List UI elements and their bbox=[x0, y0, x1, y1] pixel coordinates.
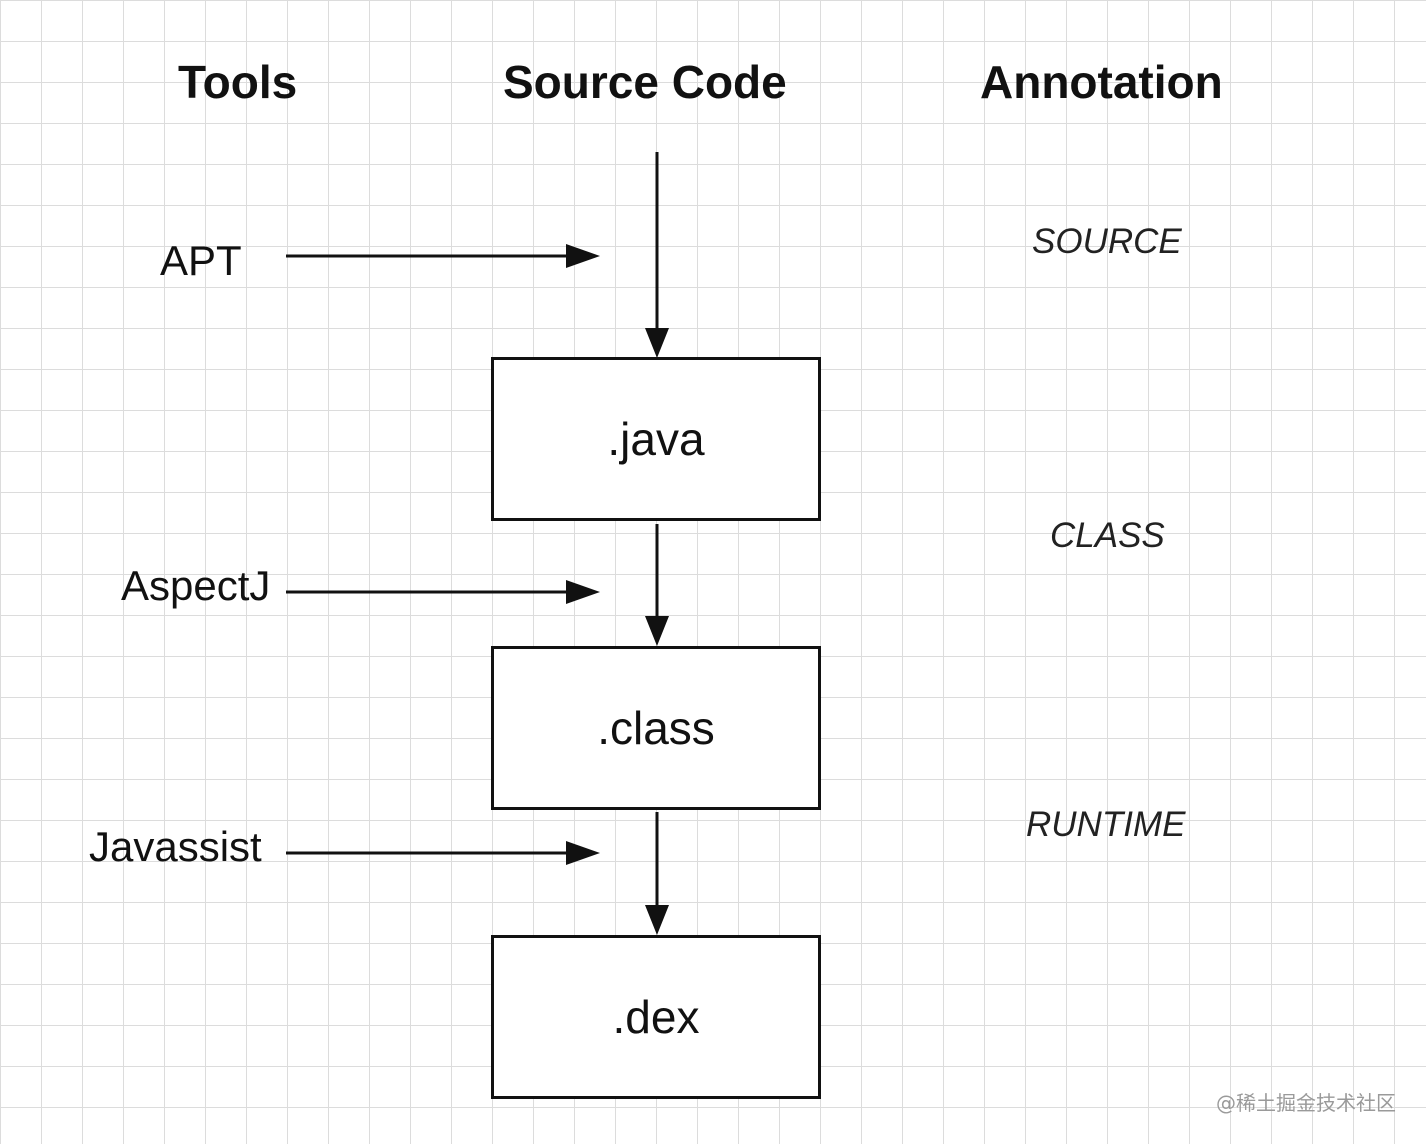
tool-label-apt: APT bbox=[160, 237, 242, 284]
stage-box-class: .class bbox=[491, 646, 821, 810]
arrowhead-into-java bbox=[645, 328, 669, 358]
watermark: @稀土掘金技术社区 bbox=[1216, 1091, 1396, 1115]
annotation-source: SOURCE bbox=[1032, 222, 1182, 261]
annotation-runtime: RUNTIME bbox=[1026, 805, 1186, 844]
stage-label-java: .java bbox=[607, 413, 705, 465]
arrowhead-javassist bbox=[566, 841, 600, 865]
stage-label-class: .class bbox=[597, 702, 715, 754]
tool-label-javassist: Javassist bbox=[89, 823, 262, 870]
stage-box-dex: .dex bbox=[491, 935, 821, 1099]
header-annotation: Annotation bbox=[980, 56, 1223, 108]
header-tools: Tools bbox=[178, 56, 298, 108]
tool-label-aspectj: AspectJ bbox=[121, 562, 271, 609]
stage-label-dex: .dex bbox=[612, 991, 700, 1043]
header-source-code: Source Code bbox=[503, 56, 787, 108]
annotation-class: CLASS bbox=[1050, 516, 1165, 555]
arrowhead-apt bbox=[566, 244, 600, 268]
arrowhead-class-to-dex bbox=[645, 905, 669, 935]
arrowhead-java-to-class bbox=[645, 616, 669, 646]
stage-box-java: .java bbox=[491, 357, 821, 521]
arrowhead-aspectj bbox=[566, 580, 600, 604]
